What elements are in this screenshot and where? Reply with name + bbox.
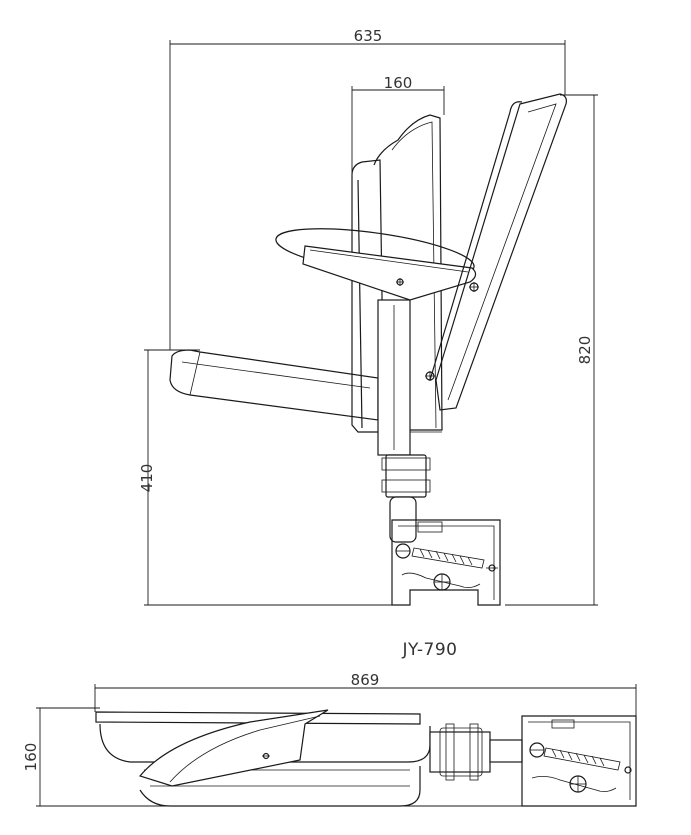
- armrest: [275, 228, 477, 301]
- dimension-160-top: 160: [351, 74, 445, 175]
- support-post: [377, 299, 431, 543]
- folded-suspension: [521, 715, 637, 807]
- folded-armrest: [138, 709, 329, 787]
- dim-label-869: 869: [351, 671, 380, 689]
- dimension-869: 869: [94, 671, 637, 720]
- seat-cushion: [169, 349, 379, 421]
- dim-label-635: 635: [354, 27, 383, 45]
- dimension-635: 635: [169, 27, 566, 350]
- backrest-folded: [351, 114, 443, 433]
- side-view: 635 160 820 410: [138, 27, 598, 660]
- dim-label-820: 820: [576, 336, 594, 365]
- dim-label-410: 410: [138, 464, 156, 493]
- dimension-410: 410: [138, 349, 392, 606]
- folded-view: 869 160: [22, 671, 637, 807]
- model-label: JY-790: [402, 640, 458, 660]
- dim-label-160-top: 160: [384, 74, 413, 92]
- folded-hinge: [429, 723, 523, 781]
- backrest-inclined: [425, 93, 567, 411]
- suspension-base: [391, 519, 501, 606]
- dim-label-160-bottom: 160: [22, 743, 40, 772]
- dimension-160-bottom: 160: [22, 707, 636, 807]
- dimension-820: 820: [505, 94, 598, 606]
